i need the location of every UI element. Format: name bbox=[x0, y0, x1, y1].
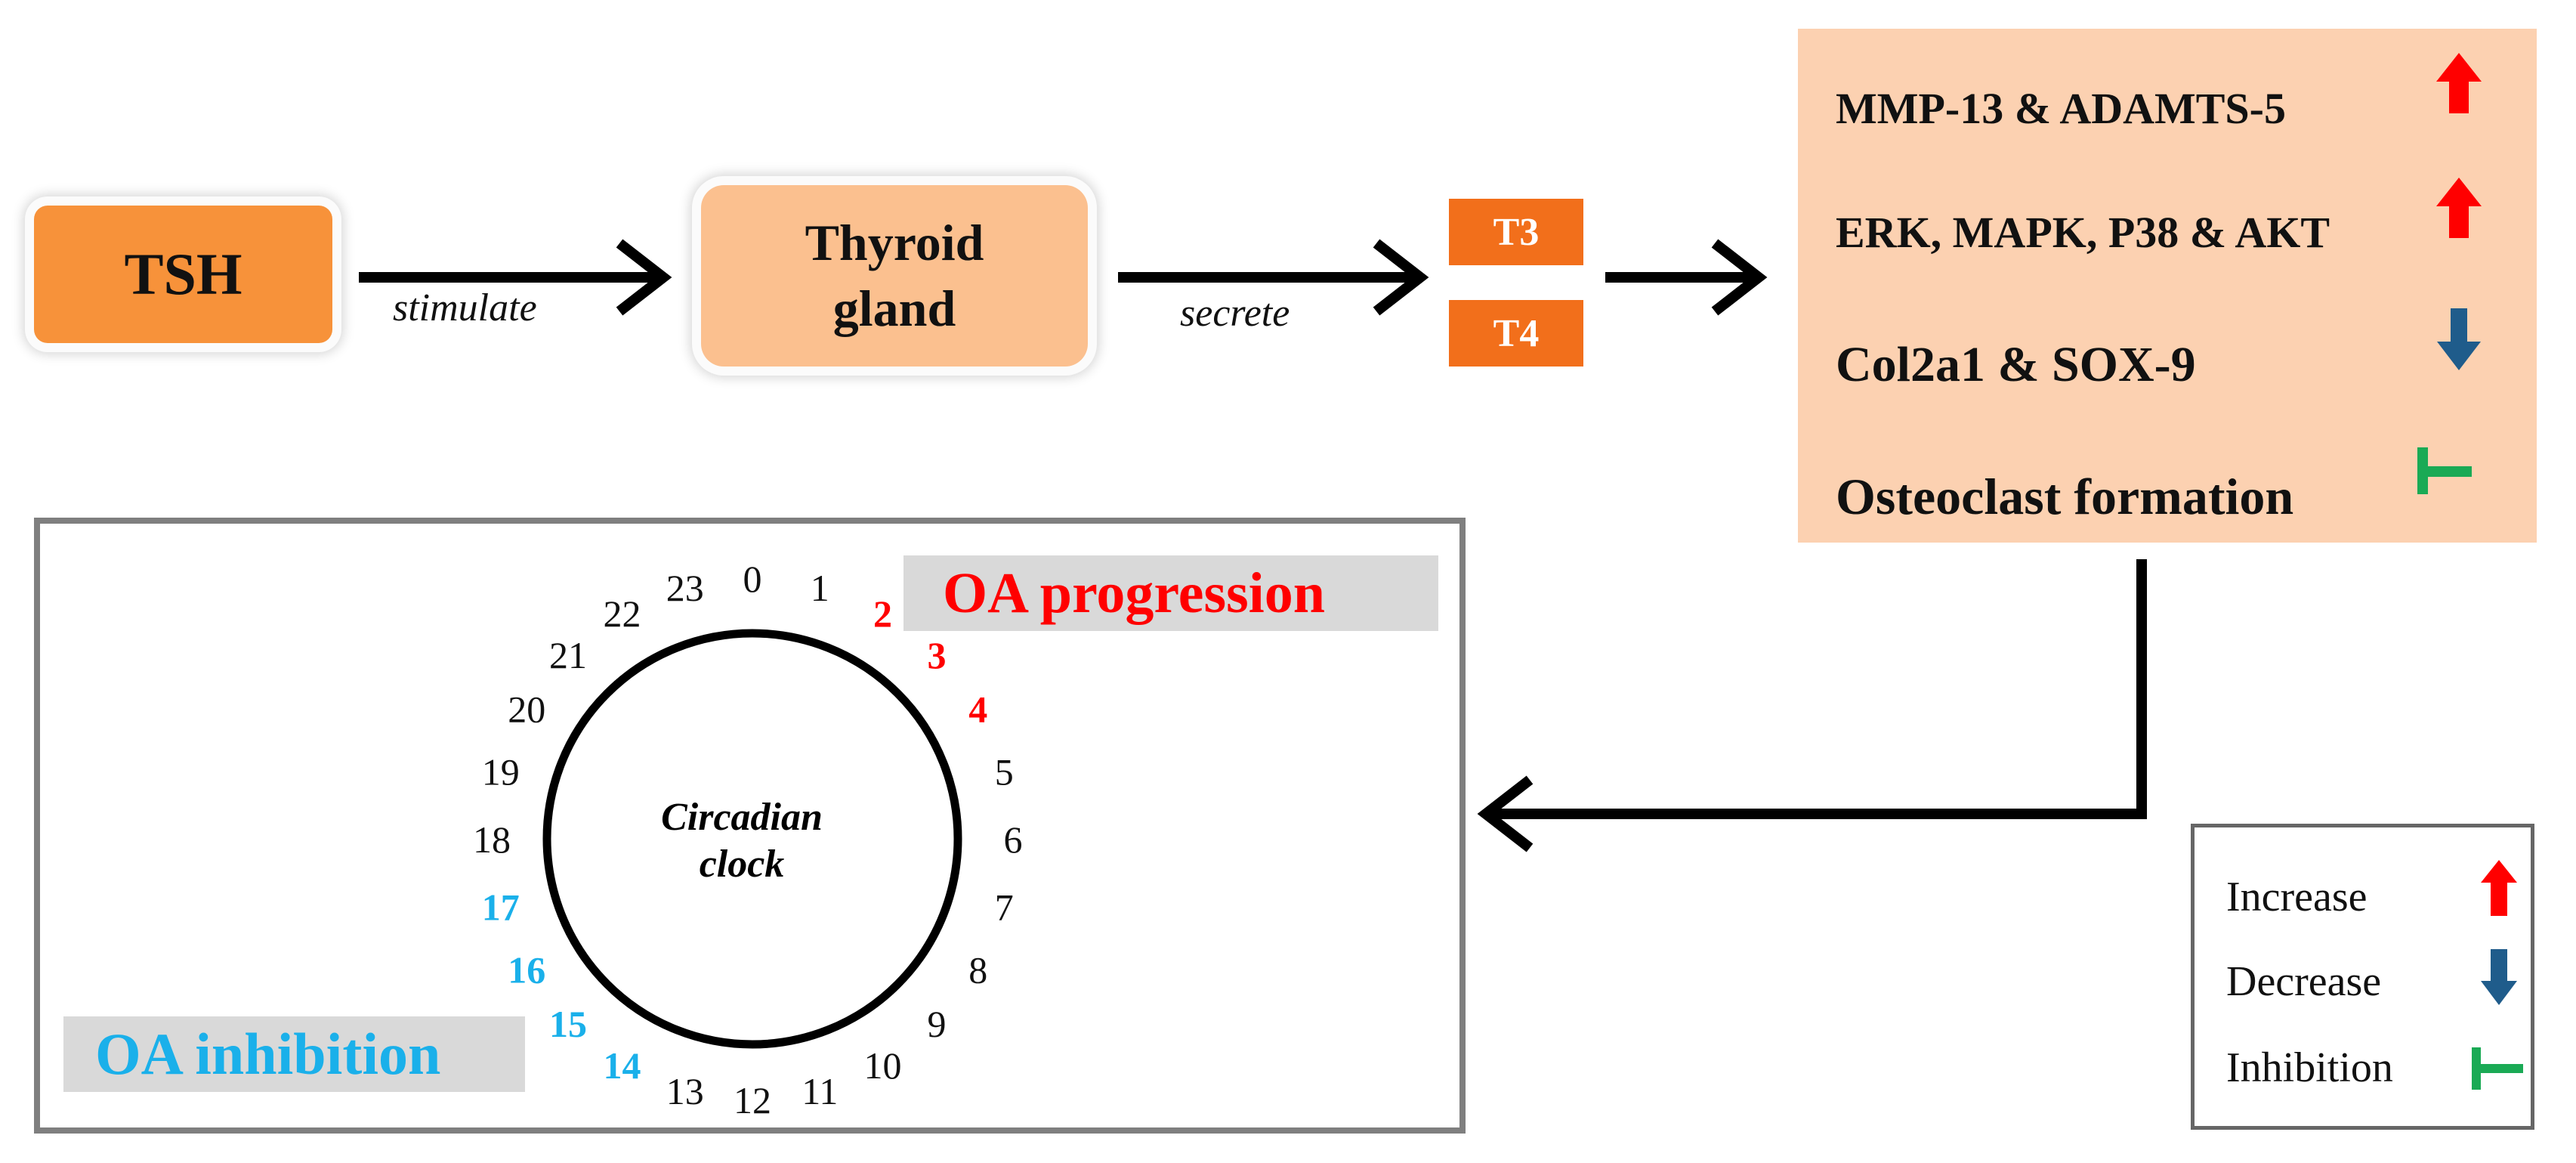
outcome-box bbox=[34, 518, 1466, 1134]
t4-node: T4 bbox=[1449, 300, 1583, 367]
effects-panel: MMP-13 & ADAMTS-5 ERK, MAPK, P38 & AKT C… bbox=[1798, 29, 2537, 543]
clock-hour-19: 19 bbox=[482, 751, 520, 793]
effect-label-mmp13-adamts5: MMP-13 & ADAMTS-5 bbox=[1836, 84, 2287, 133]
clock-hour-10: 10 bbox=[864, 1044, 902, 1087]
t3-label: T3 bbox=[1493, 210, 1540, 254]
legend-label-inhibition: Inhibition bbox=[2226, 1044, 2393, 1091]
clock-hour-23: 23 bbox=[666, 567, 704, 609]
clock-hour-4: 4 bbox=[968, 688, 987, 731]
clock-hour-16: 16 bbox=[508, 949, 545, 991]
oa-inhibition-label: OA inhibition bbox=[63, 1016, 525, 1092]
oa-progression-text: OA progression bbox=[943, 561, 1326, 625]
edge-label-secrete: secrete bbox=[1180, 292, 1290, 335]
effect-label-erk-mapk: ERK, MAPK, P38 & AKT bbox=[1836, 208, 2330, 257]
tsh-label: TSH bbox=[124, 241, 242, 307]
clock-hour-18: 18 bbox=[473, 818, 511, 861]
legend-label-increase: Increase bbox=[2226, 874, 2368, 920]
effect-label-col2a1-sox9: Col2a1 & SOX-9 bbox=[1836, 337, 2196, 392]
clock-hour-17: 17 bbox=[482, 886, 520, 928]
clock-hour-20: 20 bbox=[508, 688, 545, 731]
clock-circle bbox=[542, 629, 962, 1049]
clock-hour-3: 3 bbox=[928, 634, 947, 676]
clock-hour-13: 13 bbox=[666, 1070, 704, 1112]
clock-hour-6: 6 bbox=[1004, 818, 1023, 861]
t4-label: T4 bbox=[1493, 311, 1540, 355]
clock-hour-5: 5 bbox=[995, 751, 1014, 793]
tsh-node: TSH bbox=[34, 206, 332, 343]
clock-label-line2: clock bbox=[700, 843, 785, 886]
clock-hour-8: 8 bbox=[968, 949, 987, 991]
clock-hour-11: 11 bbox=[802, 1070, 838, 1112]
oa-progression-label: OA progression bbox=[903, 555, 1438, 631]
edge-label-stimulate: stimulate bbox=[393, 286, 537, 329]
clock-hour-1: 1 bbox=[811, 567, 829, 609]
clock-hour-2: 2 bbox=[873, 592, 892, 635]
oa-inhibition-text: OA inhibition bbox=[95, 1021, 441, 1087]
clock-hour-15: 15 bbox=[549, 1003, 587, 1045]
clock-hour-7: 7 bbox=[995, 886, 1014, 928]
t3-node: T3 bbox=[1449, 199, 1583, 265]
clock-hour-14: 14 bbox=[604, 1044, 641, 1087]
clock-hour-22: 22 bbox=[604, 592, 641, 635]
clock-hour-9: 9 bbox=[928, 1003, 947, 1045]
clock-label-line1: Circadian bbox=[661, 796, 823, 839]
clock-hour-0: 0 bbox=[743, 558, 762, 600]
thyroid-label: Thyroid gland bbox=[805, 213, 984, 337]
thyroid-gland-node: Thyroid gland bbox=[701, 185, 1088, 367]
clock-hour-12: 12 bbox=[734, 1079, 771, 1121]
legend-label-decrease: Decrease bbox=[2226, 958, 2382, 1005]
effect-label-osteoclast: Osteoclast formation bbox=[1836, 468, 2294, 525]
clock-hour-21: 21 bbox=[549, 634, 587, 676]
